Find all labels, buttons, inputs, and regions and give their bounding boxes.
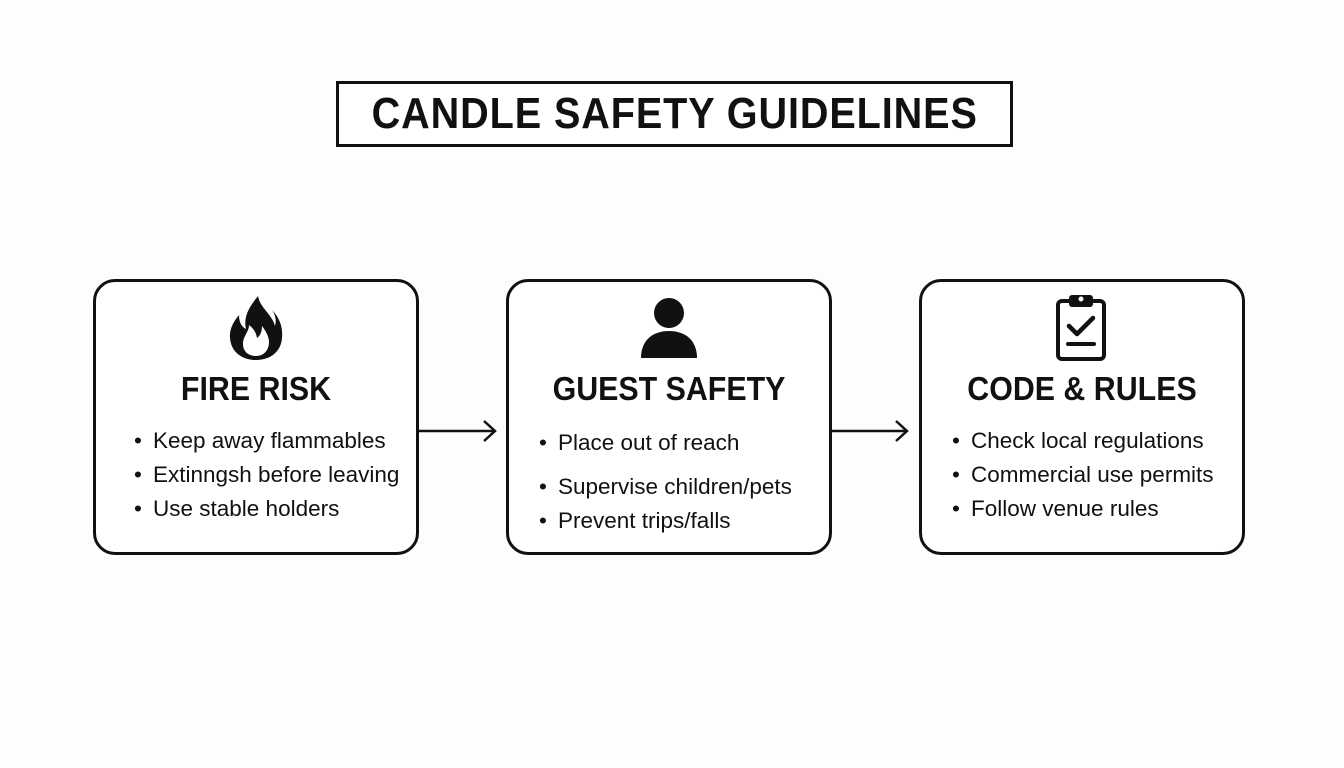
diagram-title: CANDLE SAFETY GUIDELINES (371, 89, 978, 138)
list-item: Keep away flammables (134, 424, 399, 458)
arrow-right-icon (830, 420, 909, 442)
list-item: Follow venue rules (952, 492, 1214, 526)
bullet-list: Place out of reach Supervise children/pe… (539, 426, 792, 538)
list-item: Supervise children/pets (539, 470, 792, 504)
card-title: GUEST SAFETY (552, 370, 786, 407)
card-title: FIRE RISK (180, 370, 332, 407)
bullet-list: Keep away flammables Extinngsh before le… (134, 424, 399, 526)
list-item: Extinngsh before leaving (134, 458, 399, 492)
person-icon (641, 298, 697, 358)
title-box: CANDLE SAFETY GUIDELINES (336, 81, 1013, 147)
card-title: CODE & RULES (967, 370, 1197, 407)
list-item: Prevent trips/falls (539, 504, 792, 538)
bullet-list: Check local regulations Commercial use p… (952, 424, 1214, 526)
card-guest-safety: GUEST SAFETY Place out of reach Supervis… (506, 279, 832, 555)
list-item: Commercial use permits (952, 458, 1214, 492)
card-icon-wrapper (509, 292, 829, 364)
flame-icon (229, 296, 283, 360)
arrow-right-icon (418, 420, 497, 442)
card-fire-risk: FIRE RISK Keep away flammables Extinngsh… (93, 279, 419, 555)
card-icon-wrapper (922, 292, 1242, 364)
clipboard-check-icon (1056, 295, 1106, 361)
card-icon-wrapper (96, 292, 416, 364)
list-item: Use stable holders (134, 492, 399, 526)
list-item: Check local regulations (952, 424, 1214, 458)
card-code-rules: CODE & RULES Check local regulations Com… (919, 279, 1245, 555)
list-item: Place out of reach (539, 426, 792, 460)
